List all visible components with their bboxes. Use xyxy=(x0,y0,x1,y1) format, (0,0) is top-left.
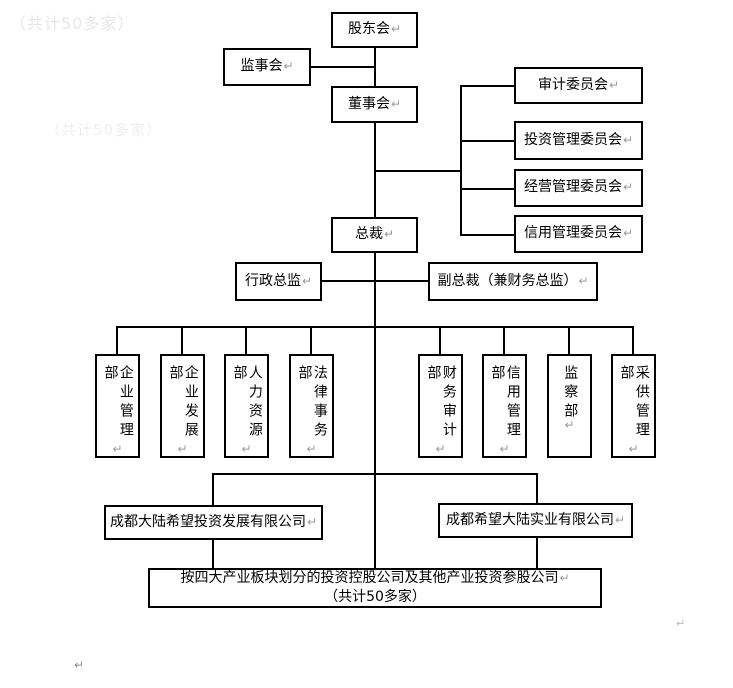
board-of-directors-label: 董事会 xyxy=(347,95,390,112)
org-box-dept-supervision: 监察部↵ xyxy=(547,354,592,458)
paragraph-mark: ↵ xyxy=(301,273,313,288)
dept-label: 信用管理部 xyxy=(489,365,521,441)
stray-paragraph-mark: ↵ xyxy=(676,617,686,630)
paragraph-mark: ↵ xyxy=(306,441,317,456)
dept-label: 采供管理部 xyxy=(618,365,650,441)
paragraph-mark: ↵ xyxy=(578,273,589,288)
dept-label: 企业发展部 xyxy=(167,365,199,441)
org-box-dept-human-resources: 人力资源部↵ xyxy=(224,354,269,458)
president-label: 总裁 xyxy=(354,226,383,243)
paragraph-mark: ↵ xyxy=(622,226,634,241)
admin-director-label: 行政总监 xyxy=(244,272,301,289)
shareholders-meeting-label: 股东会 xyxy=(347,21,390,38)
org-box-dept-enterprise-development: 企业发展部↵ xyxy=(160,354,205,458)
connector-executive-row xyxy=(322,280,428,282)
connector-drop-sub-right-upper xyxy=(536,473,538,504)
investment-committee-label: 投资管理委员会 xyxy=(523,131,622,148)
org-box-dept-legal-affairs: 法律事务部↵ xyxy=(289,354,334,458)
org-box-operations-committee: 经营管理委员会↵ xyxy=(514,169,643,207)
holding-line1-row: 按四大产业板块划分的投资控股公司及其他产业投资参股公司↵ xyxy=(180,569,569,588)
supervisory-board-label: 监事会 xyxy=(240,58,283,75)
connector-subsidiary-row xyxy=(212,473,538,475)
org-box-admin-director: 行政总监↵ xyxy=(235,262,322,301)
stray-paragraph-mark: ↵ xyxy=(74,658,85,672)
org-box-subsidiary-left: 成都大陆希望投资发展有限公司↵ xyxy=(104,505,323,540)
connector-drop-sub-left-lower xyxy=(212,539,214,569)
dept-label: 人力资源部 xyxy=(231,365,263,441)
org-box-shareholders-meeting: 股东会↵ xyxy=(331,12,418,48)
connector-trunk-shareholders-board xyxy=(374,46,376,88)
paragraph-mark: ↵ xyxy=(306,514,318,529)
paragraph-mark: ↵ xyxy=(499,441,510,456)
org-box-audit-committee: 审计委员会↵ xyxy=(514,67,643,104)
paragraph-mark: ↵ xyxy=(177,441,188,456)
connector-stub-investment xyxy=(462,140,515,142)
connector-department-bus xyxy=(116,326,634,328)
watermark-top-left: （共计50多家） xyxy=(10,14,135,33)
connector-drop-dept-6 xyxy=(503,326,505,356)
paragraph-mark: ↵ xyxy=(622,180,634,195)
connector-stub-operations xyxy=(462,188,515,190)
paragraph-mark: ↵ xyxy=(622,132,634,147)
org-box-supervisory-board: 监事会↵ xyxy=(223,48,311,86)
org-box-dept-finance-audit: 财务审计部↵ xyxy=(418,354,463,458)
paragraph-mark: ↵ xyxy=(559,571,570,585)
org-box-investment-committee: 投资管理委员会↵ xyxy=(514,121,643,160)
org-box-dept-enterprise-management: 企业管理部↵ xyxy=(95,354,140,458)
subsidiary-left-label: 成都大陆希望投资发展有限公司 xyxy=(109,513,306,530)
paragraph-mark: ↵ xyxy=(112,441,123,456)
connector-stub-credit xyxy=(462,234,515,236)
paragraph-mark: ↵ xyxy=(390,96,402,111)
subsidiary-right-label: 成都希望大陆实业有限公司 xyxy=(445,511,614,528)
org-box-credit-committee: 信用管理委员会↵ xyxy=(514,215,643,253)
connector-drop-dept-8 xyxy=(632,326,634,356)
audit-committee-label: 审计委员会 xyxy=(537,76,608,93)
paragraph-mark: ↵ xyxy=(283,59,294,74)
paragraph-mark: ↵ xyxy=(435,441,446,456)
paragraph-mark: ↵ xyxy=(390,22,402,37)
paragraph-mark: ↵ xyxy=(564,418,575,432)
connector-drop-dept-5 xyxy=(439,326,441,356)
connector-committee-vertical xyxy=(460,85,462,236)
connector-drop-dept-3 xyxy=(245,326,247,356)
connector-drop-sub-left-upper xyxy=(212,473,214,506)
connector-drop-dept-1 xyxy=(116,326,118,356)
connector-drop-sub-right-lower xyxy=(536,537,538,569)
org-box-board-of-directors: 董事会↵ xyxy=(331,86,418,123)
connector-supervisory xyxy=(311,66,375,68)
org-box-dept-procurement-management: 采供管理部↵ xyxy=(611,354,656,458)
org-box-holding-companies: 按四大产业板块划分的投资控股公司及其他产业投资参股公司↵ （共计50多家） xyxy=(148,568,602,608)
credit-committee-label: 信用管理委员会 xyxy=(523,225,622,242)
connector-drop-dept-7 xyxy=(568,326,570,356)
dept-label: 法律事务部 xyxy=(296,365,328,441)
holding-companies-text: 按四大产业板块划分的投资控股公司及其他产业投资参股公司↵ （共计50多家） xyxy=(180,569,569,607)
operations-committee-label: 经营管理委员会 xyxy=(523,179,622,196)
org-box-vice-president: 副总裁（兼财务总监）↵ xyxy=(428,262,598,301)
org-box-president: 总裁↵ xyxy=(331,217,418,253)
vice-president-label: 副总裁（兼财务总监） xyxy=(437,272,578,289)
holding-line2: （共计50多家） xyxy=(324,589,426,605)
paragraph-mark: ↵ xyxy=(383,227,395,242)
connector-drop-dept-2 xyxy=(181,326,183,356)
holding-line1: 按四大产业板块划分的投资控股公司及其他产业投资参股公司 xyxy=(180,570,559,586)
org-box-dept-credit-management: 信用管理部↵ xyxy=(482,354,527,458)
dept-label: 监察部 xyxy=(562,365,579,422)
connector-stub-audit xyxy=(462,85,515,87)
paragraph-mark: ↵ xyxy=(608,77,620,92)
connector-committee-feed xyxy=(375,170,462,172)
paragraph-mark: ↵ xyxy=(628,441,639,456)
dept-label: 财务审计部 xyxy=(425,365,457,441)
paragraph-mark: ↵ xyxy=(241,441,252,456)
paragraph-mark: ↵ xyxy=(614,512,626,527)
connector-trunk-president-holding xyxy=(374,251,376,568)
connector-drop-dept-4 xyxy=(310,326,312,356)
org-box-subsidiary-right: 成都希望大陆实业有限公司↵ xyxy=(438,503,633,538)
watermark-mid-left: （共计50多家） xyxy=(45,121,163,139)
dept-label: 企业管理部 xyxy=(102,365,134,441)
